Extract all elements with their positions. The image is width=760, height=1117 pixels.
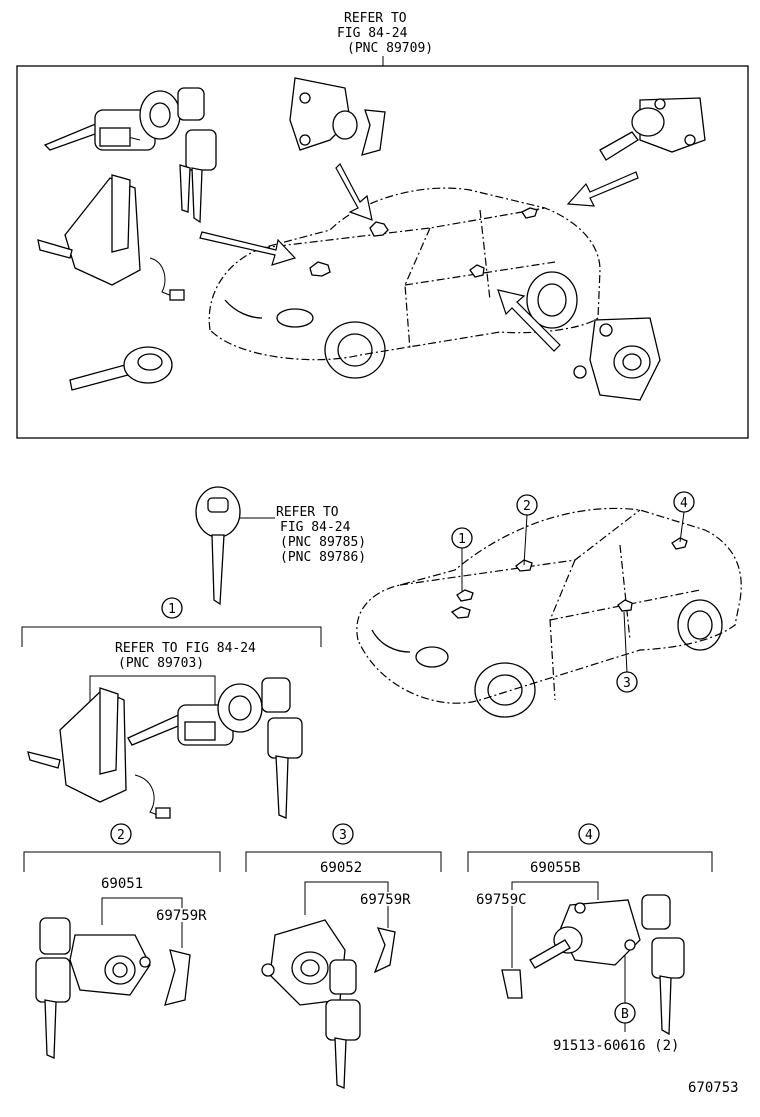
group-1-refer-line1: REFER TO FIG 84-24 [115, 641, 256, 656]
car-marker-1: 1 [458, 532, 466, 547]
group-1-ignition: 1 REFER TO FIG 84-24 (PNC 89703) [21, 597, 322, 819]
key-callout-line4: (PNC 89786) [280, 550, 366, 565]
car-marker-2: 2 [523, 499, 531, 514]
key-reference: REFER TO FIG 84-24 (PNC 89785) (PNC 8978… [195, 486, 366, 606]
group-3-bracket [245, 851, 442, 872]
group-3-door-lock: 3 69052 69759R [245, 823, 442, 1089]
top-panel-frame [16, 65, 749, 439]
group-2-part-sub: 69759R [156, 908, 207, 924]
group-2-marker-circle [110, 823, 132, 845]
group-2-bracket [23, 851, 221, 872]
ignition-lock-assembly-top [43, 87, 217, 224]
group-4-part-sub: 69759C [476, 892, 527, 908]
top-callout-line1: REFER TO [344, 11, 407, 26]
group-2-leader [101, 897, 183, 925]
group-4-part-main: 69055B [530, 860, 581, 876]
group-4-marker-circle [578, 823, 600, 845]
group-3-marker-circle [332, 823, 354, 845]
group-4-marker: 4 [585, 828, 593, 843]
group-1-marker-circle [161, 597, 183, 619]
car-marker-4: 4 [680, 496, 688, 511]
group-1-marker: 1 [168, 602, 176, 617]
group-3-part-sub: 69759R [360, 892, 411, 908]
hood-lock-top [289, 77, 386, 156]
car-marker-4-circle [673, 491, 695, 513]
car-marker-3-leader [623, 611, 628, 673]
car-marker-3: 3 [623, 676, 631, 691]
group-3-leader [304, 881, 389, 915]
master-key-top [69, 346, 173, 391]
group-4-bolt-part: 91513-60616 (2) [553, 1038, 679, 1054]
transponder-amplifier-top [37, 174, 185, 301]
car-marker-2-leader [523, 514, 528, 566]
group-4-bracket [467, 851, 713, 872]
pointer-arrows [199, 162, 639, 352]
group-2-marker: 2 [117, 828, 125, 843]
back-door-lock-top [599, 97, 706, 161]
key-blade [211, 534, 225, 606]
group-3-marker: 3 [339, 828, 347, 843]
key-callout-line1: REFER TO [276, 505, 339, 520]
top-overview-panel: REFER TO FIG 84-24 (PNC 89709) [16, 11, 749, 439]
group-4-leader [511, 881, 599, 900]
top-callout-line2: FIG 84-24 [337, 26, 408, 41]
key-head-inset [207, 497, 229, 513]
group-2-part-main: 69051 [101, 876, 143, 892]
key-callout-line2: FIG 84-24 [280, 520, 351, 535]
door-lock-top [573, 317, 661, 401]
top-callout-line3: (PNC 89709) [347, 41, 433, 56]
group-1-refer-line2: (PNC 89703) [118, 656, 204, 671]
group-4-back-door-lock: 4 69055B 69759C B 91513-60616 (2) [467, 823, 713, 1054]
figure-id: 670753 [688, 1080, 739, 1096]
group-2-door-lock: 2 69051 69759R [23, 823, 221, 1059]
group-1-leader [89, 675, 216, 712]
key-callout-line3: (PNC 89785) [280, 535, 366, 550]
car-illustration-small: 1 2 3 4 [356, 491, 742, 718]
car-illustration-large [208, 187, 601, 379]
group-4-bolt-marker: B [621, 1007, 629, 1022]
car-marker-4-leader [679, 511, 685, 543]
group-3-part-main: 69052 [320, 860, 362, 876]
group-1-bracket [21, 626, 322, 647]
